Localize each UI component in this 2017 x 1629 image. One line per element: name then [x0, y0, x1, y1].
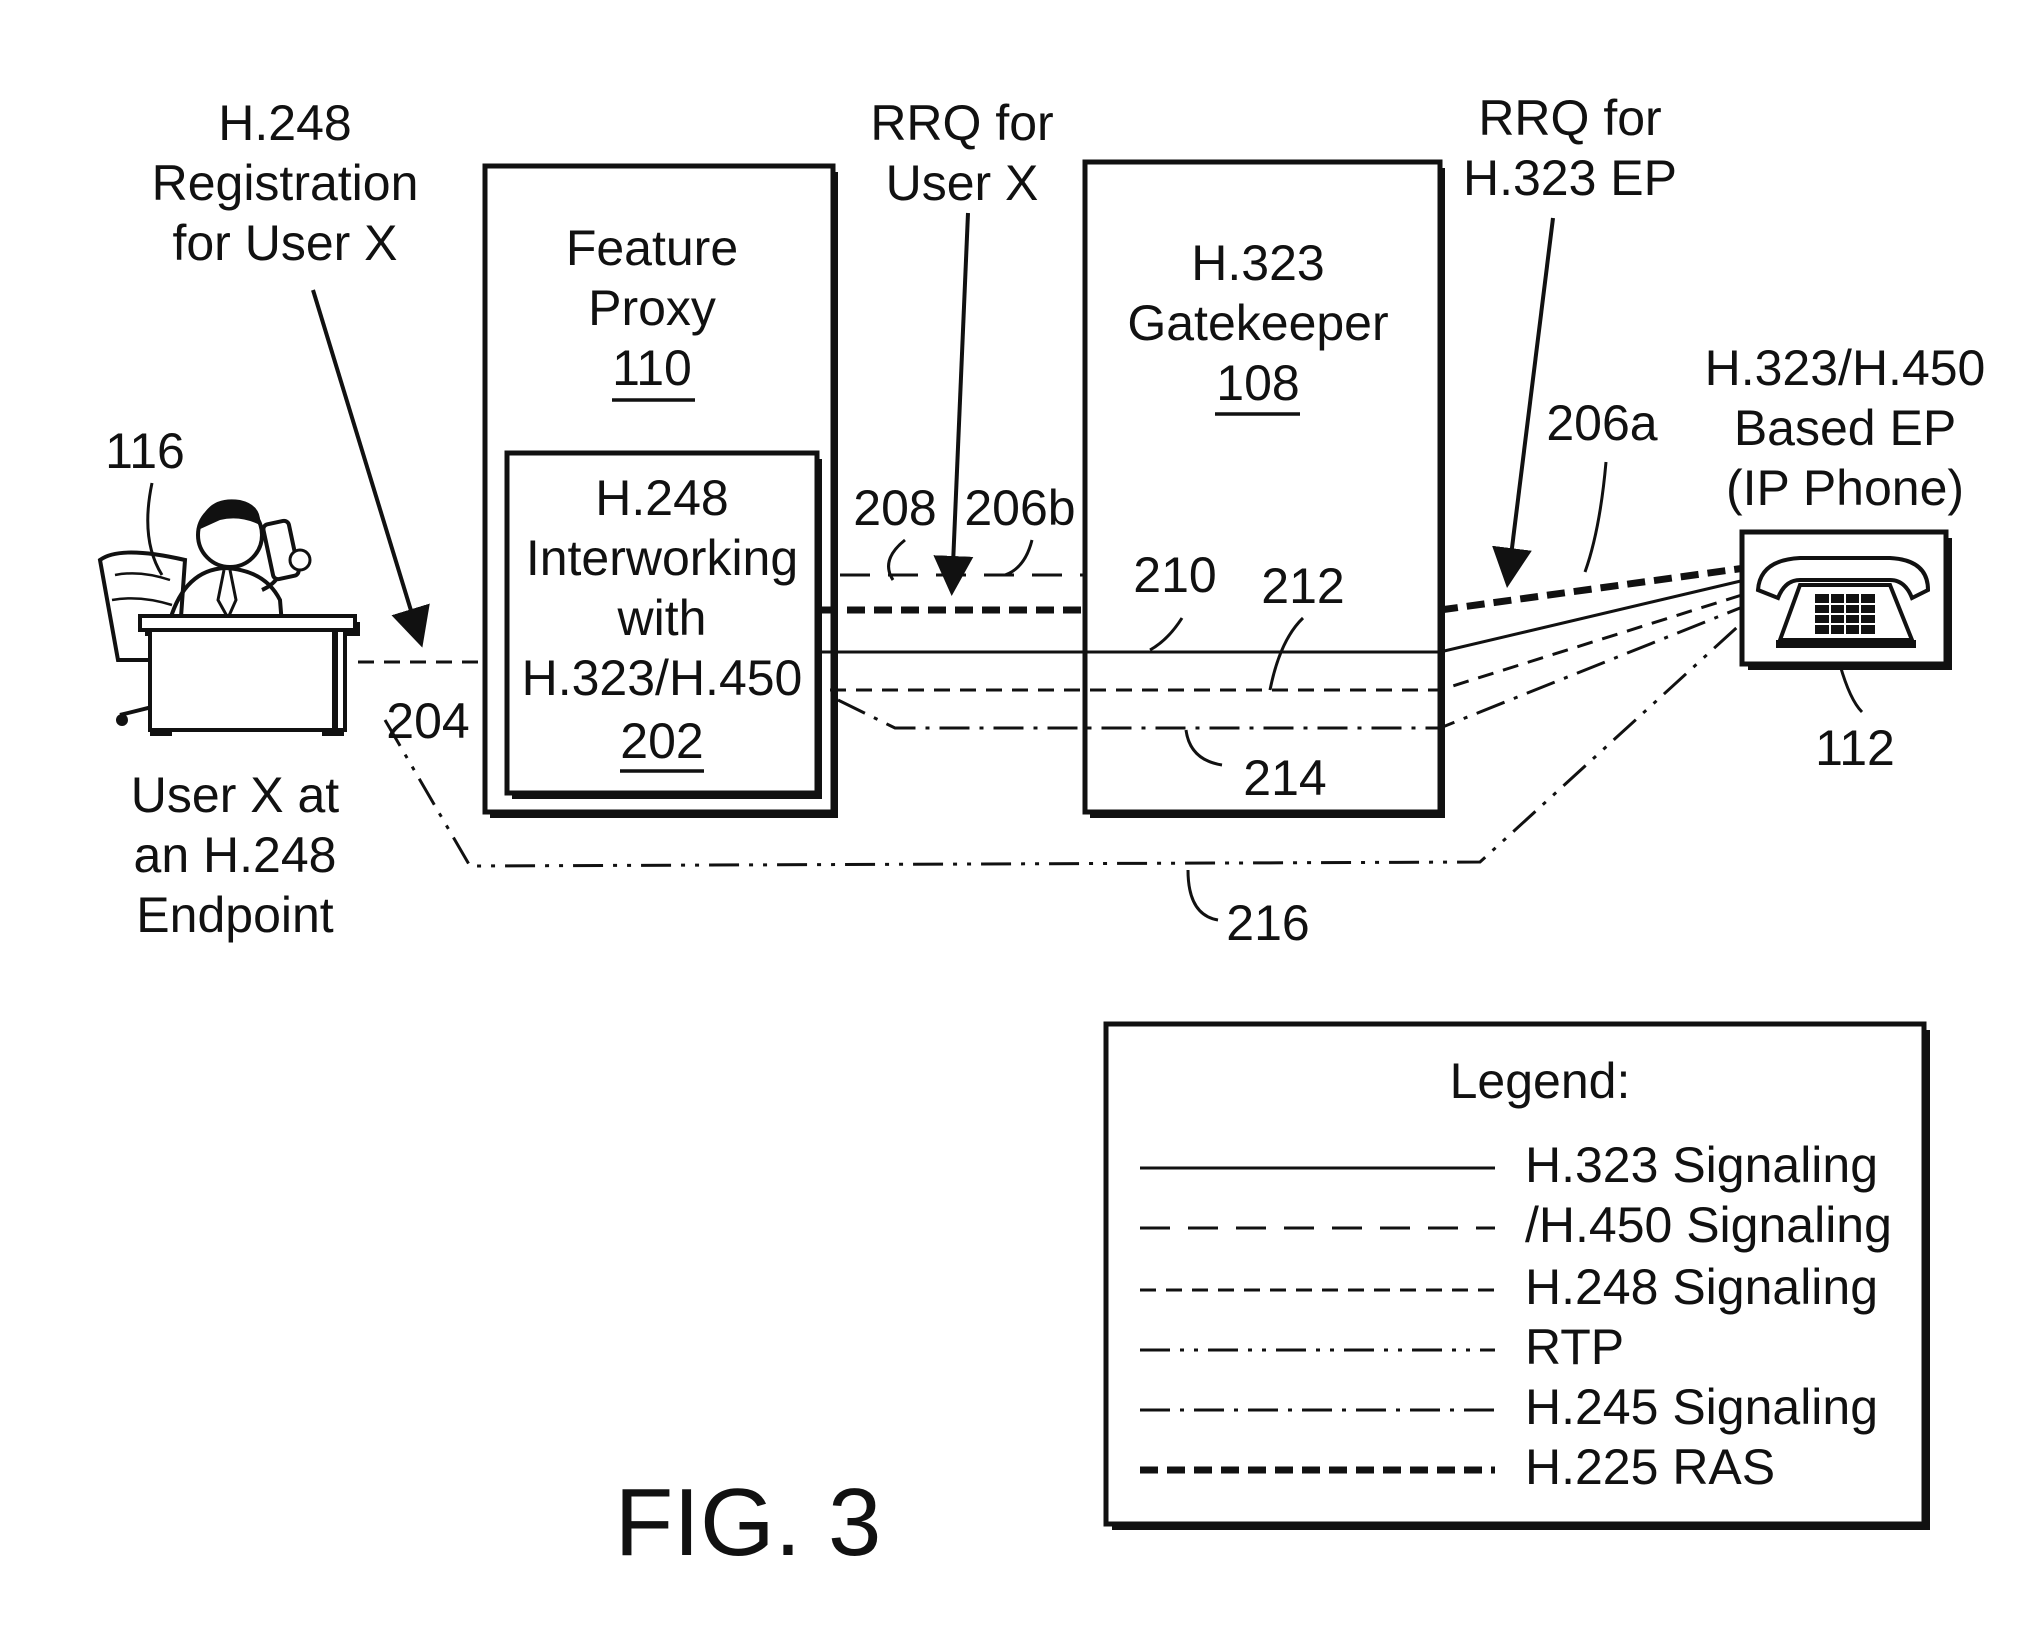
- ref-216: 216: [1226, 895, 1309, 951]
- ref-212: 212: [1261, 558, 1344, 614]
- leader-112: [1840, 665, 1862, 712]
- interworking-box: H.248 Interworking with H.323/H.450 202: [507, 453, 822, 799]
- chair-pad-line-2: [112, 598, 172, 605]
- ref-206a: 206a: [1546, 395, 1657, 451]
- annot-h248-registration-2: Registration: [152, 155, 419, 211]
- ref-208: 208: [853, 480, 936, 536]
- legend-label-2: /H.450 Signaling: [1525, 1197, 1892, 1253]
- interworking-label-2: Interworking: [526, 530, 798, 586]
- interworking-ref: 202: [620, 713, 703, 769]
- leader-206b: [1005, 540, 1032, 575]
- ref-210: 210: [1133, 547, 1216, 603]
- ip-phone-illustration: H.323/H.450 Based EP (IP Phone): [1705, 340, 1986, 670]
- feature-proxy-label-2: Proxy: [588, 280, 716, 336]
- desk-front: [150, 630, 345, 730]
- line-206a-ras: [1440, 568, 1745, 610]
- figure-caption: FIG. 3: [615, 1469, 882, 1576]
- interworking-label-4: H.323/H.450: [522, 650, 803, 706]
- desk-foot-right: [322, 728, 344, 736]
- interworking-label-3: with: [617, 590, 707, 646]
- desk-top: [140, 616, 355, 630]
- annot-rrq-h323-ep-1: RRQ for: [1478, 90, 1661, 146]
- ref-206b: 206b: [964, 480, 1075, 536]
- desk-foot-left: [150, 728, 172, 736]
- arrow-h248-registration: [313, 290, 420, 640]
- legend: Legend: H.323 Signaling /H.450 Signaling…: [1106, 1024, 1930, 1530]
- user-caption-2: an H.248: [134, 827, 337, 883]
- leader-216: [1188, 870, 1218, 920]
- feature-proxy-label-1: Feature: [566, 220, 738, 276]
- annot-h248-registration-3: for User X: [172, 215, 397, 271]
- gatekeeper-label-2: Gatekeeper: [1127, 295, 1388, 351]
- handset-icon: [262, 520, 299, 580]
- legend-label-4: RTP: [1525, 1319, 1624, 1375]
- legend-label-3: H.248 Signaling: [1525, 1259, 1878, 1315]
- user-caption-3: Endpoint: [136, 887, 333, 943]
- user-tie: [218, 570, 236, 618]
- ref-204: 204: [386, 693, 469, 749]
- user-hand: [290, 550, 310, 570]
- annot-h248-registration-1: H.248: [218, 95, 351, 151]
- legend-label-6: H.225 RAS: [1525, 1439, 1775, 1495]
- feature-proxy-ref: 110: [612, 340, 692, 396]
- phone-base-foot: [1776, 640, 1916, 648]
- legend-title: Legend:: [1450, 1053, 1631, 1109]
- interworking-label-1: H.248: [595, 470, 728, 526]
- leader-206a: [1585, 462, 1606, 572]
- annot-rrq-h323-ep-2: H.323 EP: [1463, 150, 1677, 206]
- ref-214: 214: [1243, 750, 1326, 806]
- ref-116: 116: [105, 423, 185, 479]
- phone-caption-3: (IP Phone): [1726, 460, 1964, 516]
- phone-caption-2: Based EP: [1734, 400, 1956, 456]
- ref-112: 112: [1815, 720, 1895, 776]
- gatekeeper-ref: 108: [1216, 355, 1299, 411]
- annot-rrq-user-x-2: User X: [886, 155, 1039, 211]
- gatekeeper-box: H.323 Gatekeeper 108: [1085, 162, 1445, 818]
- leader-116: [148, 483, 162, 575]
- phone-caption-1: H.323/H.450: [1705, 340, 1986, 396]
- gatekeeper-label-1: H.323: [1191, 235, 1324, 291]
- annot-rrq-user-x-1: RRQ for: [870, 95, 1053, 151]
- legend-label-5: H.245 Signaling: [1525, 1379, 1878, 1435]
- chair-wheel: [116, 714, 128, 726]
- legend-label-1: H.323 Signaling: [1525, 1137, 1878, 1193]
- user-at-desk-illustration: [100, 499, 360, 736]
- user-caption-1: User X at: [131, 767, 340, 823]
